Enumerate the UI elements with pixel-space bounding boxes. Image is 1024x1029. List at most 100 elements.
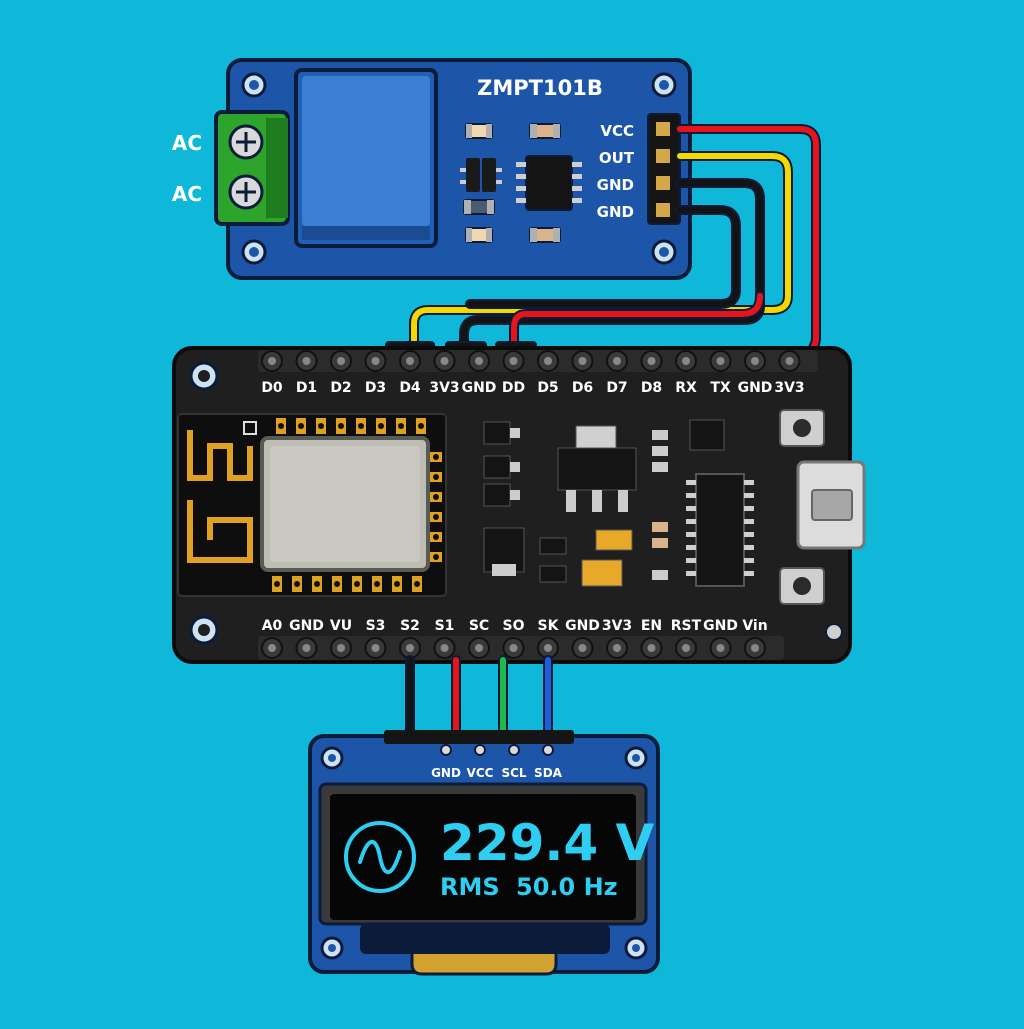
oled-display-module: GND VCC SCL SDA 229.4 V RMS 50.0 Hz xyxy=(308,730,660,976)
bottom-pin-row xyxy=(261,637,766,659)
sensor-pin-out-label: OUT xyxy=(599,149,635,167)
bottom-pin-label-4: S2 xyxy=(400,618,420,634)
top-pin-8 xyxy=(537,350,559,372)
bottom-pin-label-2: VU xyxy=(330,618,352,634)
rms-label: RMS xyxy=(440,873,500,901)
sensor-title: ZMPT101B xyxy=(477,76,603,100)
screw-icon xyxy=(228,124,264,160)
top-pin-1 xyxy=(295,350,318,372)
frequency-reading: 50.0 Hz xyxy=(516,873,618,901)
sensor-pin-gnd2-label: GND xyxy=(597,203,634,221)
top-pin-label-9: D6 xyxy=(572,380,593,396)
bottom-pin-label-11: EN xyxy=(641,618,662,634)
sensor-pin-gnd-label: GND xyxy=(597,176,634,194)
top-pin-15 xyxy=(778,350,801,372)
screw-icon xyxy=(228,174,264,210)
top-pin-label-12: RX xyxy=(675,380,697,396)
bottom-pin-label-12: RST xyxy=(671,618,702,634)
ac-terminal-label-1: AC xyxy=(172,131,202,155)
bottom-pin-8 xyxy=(537,637,559,659)
bottom-pin-label-1: GND xyxy=(289,618,324,634)
bottom-pin-label-6: SC xyxy=(469,618,489,634)
mounting-hole-icon xyxy=(825,623,843,641)
bottom-pin-12 xyxy=(675,637,697,659)
sensor-header-pins xyxy=(647,113,681,225)
board-components xyxy=(483,419,754,587)
reset-button[interactable] xyxy=(779,567,825,605)
bottom-pin-label-13: GND xyxy=(703,618,738,634)
top-pin-label-4: D4 xyxy=(399,380,421,396)
mounting-hole-icon xyxy=(651,72,677,98)
mcu-to-oled-wires xyxy=(405,655,553,747)
bottom-pin-4 xyxy=(399,637,421,659)
top-pin-14 xyxy=(744,350,766,372)
mounting-hole-icon xyxy=(624,746,648,770)
mounting-hole-icon xyxy=(189,615,219,645)
top-pin-label-0: D0 xyxy=(261,380,283,396)
bottom-pin-6 xyxy=(468,637,490,659)
top-pin-12 xyxy=(675,350,697,372)
bottom-pin-7 xyxy=(502,637,525,659)
top-pin-10 xyxy=(606,350,628,372)
oled-screen xyxy=(330,794,636,920)
top-pin-2 xyxy=(330,350,352,372)
bottom-pin-5 xyxy=(433,637,456,659)
esp-wifi-module xyxy=(177,413,447,597)
mounting-hole-icon xyxy=(241,239,267,265)
mounting-hole-icon xyxy=(320,746,344,770)
top-pin-5 xyxy=(433,350,456,372)
bottom-pin-0 xyxy=(261,637,283,659)
bottom-pin-1 xyxy=(295,637,318,659)
top-pin-row xyxy=(261,350,801,372)
bottom-pin-11 xyxy=(640,637,663,659)
bottom-pin-label-14: Vin xyxy=(742,618,767,634)
top-pin-6 xyxy=(468,350,490,372)
bottom-pin-label-3: S3 xyxy=(366,618,386,634)
top-pin-label-15: 3V3 xyxy=(774,380,804,396)
mounting-hole-icon xyxy=(624,936,648,960)
top-pin-label-3: D3 xyxy=(365,380,386,396)
oled-pin-gnd-label: GND xyxy=(431,766,461,780)
oled-pin-scl-label: SCL xyxy=(501,766,526,780)
top-pin-label-13: TX xyxy=(710,380,731,396)
ac-terminal-label-2: AC xyxy=(172,182,202,206)
sensor-pin-vcc-label: VCC xyxy=(600,122,634,140)
top-pin-label-2: D2 xyxy=(330,380,351,396)
top-pin-label-8: D5 xyxy=(537,380,558,396)
voltage-reading: 229.4 V xyxy=(440,814,655,872)
bottom-pin-label-8: SK xyxy=(538,618,560,634)
sensor-components xyxy=(460,123,582,243)
flash-button[interactable] xyxy=(779,409,825,447)
bottom-pin-3 xyxy=(364,637,387,659)
oled-pin-sda-label: SDA xyxy=(534,766,563,780)
top-pin-4 xyxy=(399,350,421,372)
bottom-pin-14 xyxy=(744,637,766,659)
top-pin-label-11: D8 xyxy=(641,380,662,396)
bottom-pin-label-7: SO xyxy=(503,618,525,634)
top-pin-label-14: GND xyxy=(738,380,773,396)
sensor-to-mcu-wires xyxy=(409,124,821,367)
top-pin-3 xyxy=(364,350,387,372)
bottom-pin-label-5: S1 xyxy=(435,618,455,634)
mounting-hole-icon xyxy=(320,936,344,960)
top-pin-label-1: D1 xyxy=(296,380,317,396)
micro-usb-port-icon[interactable] xyxy=(796,460,866,550)
top-pin-7 xyxy=(502,350,525,372)
ac-screw-terminal xyxy=(214,110,290,226)
top-pin-label-7: DD xyxy=(502,380,525,396)
bottom-pin-label-10: 3V3 xyxy=(602,618,632,634)
top-pin-9 xyxy=(571,350,594,372)
zmpt101b-sensor-board: ZMPT101B VCC OUT GND GND xyxy=(226,58,692,280)
top-pin-13 xyxy=(709,350,732,372)
sine-wave-icon xyxy=(344,821,416,893)
top-pin-0 xyxy=(261,350,283,372)
mounting-hole-icon xyxy=(651,239,677,265)
mounting-hole-icon xyxy=(189,361,219,391)
bottom-pin-label-9: GND xyxy=(565,618,600,634)
oled-pin-vcc-label: VCC xyxy=(467,766,494,780)
